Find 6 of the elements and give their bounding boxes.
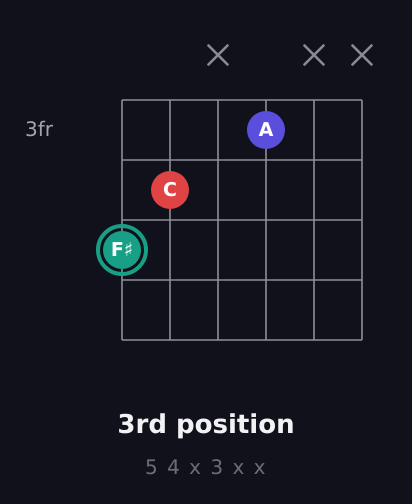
fingering-caption: 5 4 x 3 x x [145, 455, 267, 479]
root-note-dot: F♯ [96, 224, 148, 276]
fret-number-label: 3fr [25, 117, 53, 141]
note-dot: C [151, 171, 189, 209]
note-dot: A [247, 111, 285, 149]
chord-title: 3rd position [117, 410, 295, 440]
